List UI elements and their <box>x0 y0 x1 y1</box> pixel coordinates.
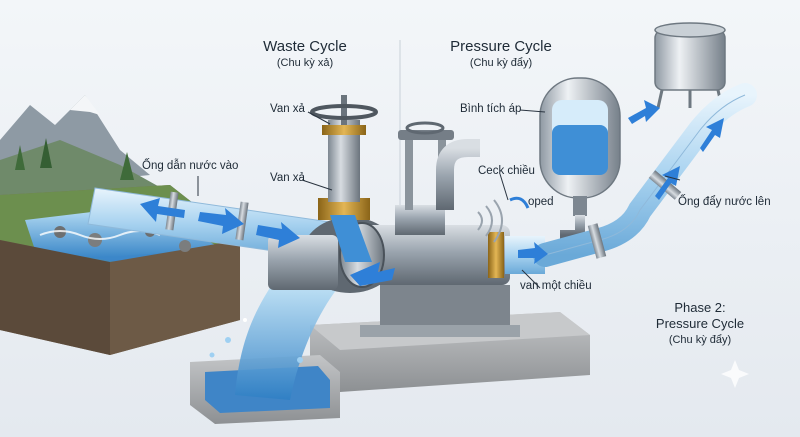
pressure-cycle-title: Pressure Cycle <box>450 38 552 55</box>
waste-cycle-subtitle: (Chu kỳ xả) <box>276 57 334 69</box>
waste-water-splash <box>209 280 340 400</box>
label-waste-valve-top: Van xả <box>270 103 305 115</box>
label-oped: oped <box>528 196 554 208</box>
label-waste-valve: Van xả <box>270 172 305 184</box>
arrow-delivery-1 <box>655 166 680 200</box>
phase2-line2: Pressure Cycle <box>655 316 745 331</box>
arrow-inlet-1 <box>140 198 185 222</box>
label-one-way-valve: van một chiều <box>520 280 592 292</box>
arrow-delivery-2 <box>700 118 724 152</box>
arrow-pump <box>350 262 395 286</box>
waste-valve <box>268 95 378 290</box>
waste-cycle-title: Waste Cycle <box>263 38 347 55</box>
flow-arrows <box>140 100 724 286</box>
pulse-waves <box>477 199 503 243</box>
leader-lines <box>197 109 681 289</box>
label-pressure-tank: Bình tích áp <box>460 103 522 115</box>
arrow-inlet-3 <box>256 222 300 248</box>
pressure-tank <box>539 77 621 240</box>
sparkle-icon <box>721 360 749 388</box>
phase2-subtitle: (Chu kỳ đẩy) <box>668 334 732 346</box>
storage-tank <box>654 22 726 109</box>
check-valve-arrow <box>509 196 530 209</box>
arrow-inlet-2 <box>198 208 244 234</box>
arrow-check-valve <box>518 242 548 264</box>
phase2-line1: Phase 2: <box>674 300 726 315</box>
label-delivery-pipe: Ống đẩy nước lên <box>678 196 771 208</box>
label-check-valve: Ceck chiều <box>478 165 535 177</box>
label-inlet-pipe: Ống dẫn nước vào <box>142 160 239 172</box>
pressure-cycle-subtitle: (Chu kỳ đẩy) <box>469 57 533 69</box>
arrow-to-tank <box>628 100 660 124</box>
